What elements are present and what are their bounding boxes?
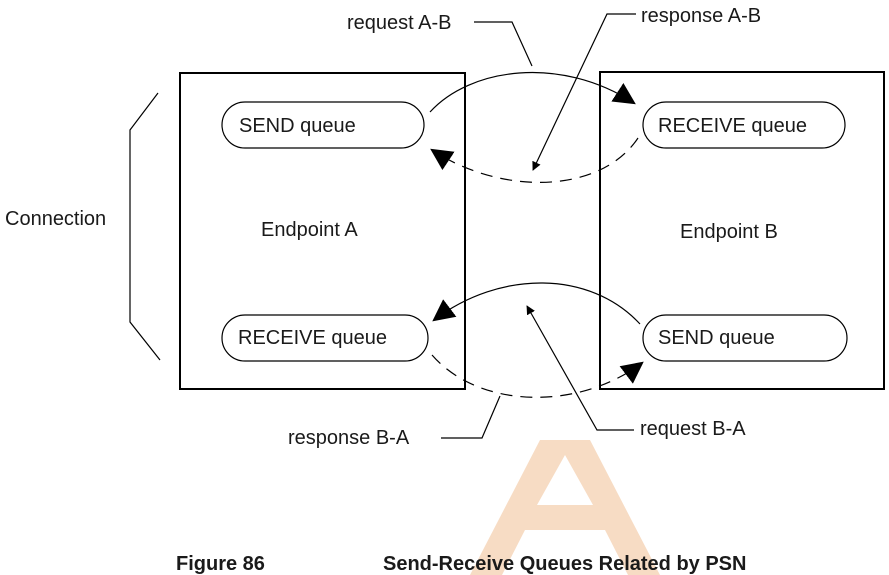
figure-title: Send-Receive Queues Related by PSN (383, 553, 746, 575)
connection-label: Connection (5, 208, 106, 230)
request-ba-label: request B-A (640, 418, 746, 440)
connection-brace (129, 92, 161, 361)
request-ba-arc (432, 282, 641, 325)
endpoint-a-receive-queue (221, 314, 429, 362)
endpoint-b-send-queue (642, 314, 848, 362)
request-ab-label: request A-B (347, 12, 452, 34)
response-ba-arc (431, 354, 644, 398)
response-ab-leader (532, 13, 636, 171)
endpoint-b-send-queue-label: SEND queue (658, 327, 775, 349)
endpoint-b-label: Endpoint B (680, 221, 778, 243)
figure-number: Figure 86 (176, 553, 265, 575)
endpoint-a-send-queue (221, 101, 425, 149)
endpoint-b-receive-queue-label: RECEIVE queue (658, 115, 807, 137)
response-ab-label: response A-B (641, 5, 761, 27)
response-ba-leader (441, 395, 501, 439)
request-ba-leader (526, 305, 634, 431)
endpoint-b-receive-queue (642, 101, 846, 149)
request-ab-leader (474, 21, 533, 67)
endpoint-a-box (179, 72, 466, 390)
endpoint-a-label: Endpoint A (261, 219, 358, 241)
response-ab-arc (430, 137, 639, 183)
endpoint-a-send-queue-label: SEND queue (239, 115, 356, 137)
endpoint-a: Endpoint A SEND queue RECEIVE queue (179, 72, 466, 390)
request-ab-arc (429, 71, 636, 113)
endpoint-a-receive-queue-label: RECEIVE queue (238, 327, 387, 349)
endpoint-b: Endpoint B RECEIVE queue SEND queue (599, 71, 885, 390)
response-ba-label: response B-A (288, 427, 410, 449)
endpoint-b-box (599, 71, 885, 390)
watermark (470, 440, 660, 575)
